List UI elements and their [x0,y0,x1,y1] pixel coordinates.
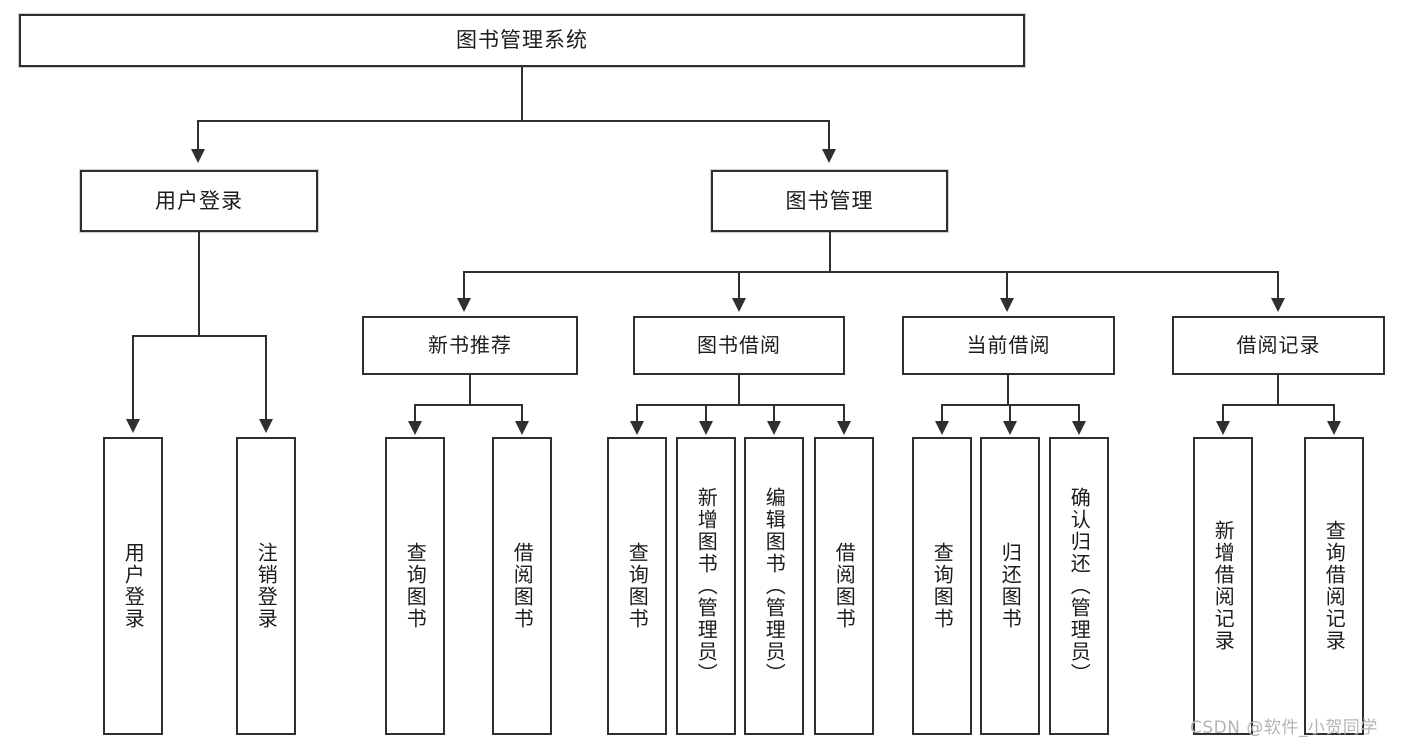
node-book-borrow[interactable]: 图书借阅 [633,316,845,375]
leaf-new-book-1[interactable]: 借阅图书 [492,437,552,735]
arrow-borrow-record-to-leaf-1 [1327,421,1341,435]
connector-new-book-to-leaf-1 [521,404,523,423]
connector-root-stem [521,67,523,121]
leaf-user-login-0[interactable]: 用户登录 [103,437,163,735]
connector-book-borrow-to-leaf-3 [843,404,845,423]
connector-current-borrow-to-leaf-2 [1078,404,1080,423]
connector-root-to-book-manage [828,120,830,151]
leaf-book-borrow-2[interactable]: 编辑图书（管理员） [744,437,804,735]
node-label: 查询图书 [625,542,650,630]
connector-borrow-record-bus [1222,404,1335,406]
arrow-book-borrow-to-leaf-1 [699,421,713,435]
arrow-book-manage-to-borrow-record [1271,298,1285,312]
connector-borrow-record-stem [1277,375,1279,405]
arrow-user-login-to-leaf-0 [126,419,140,433]
connector-new-book-stem [469,375,471,405]
arrow-new-book-to-leaf-0 [408,421,422,435]
node-label: 借阅记录 [1236,333,1321,357]
connector-current-borrow-stem [1007,375,1009,405]
node-label: 用户登录 [155,188,243,213]
node-label: 图书管理 [785,188,874,213]
node-label: 当前借阅 [966,333,1051,357]
node-label: 新增借阅记录 [1211,520,1236,652]
connector-book-manage-bus [463,271,1279,273]
leaf-book-borrow-0[interactable]: 查询图书 [607,437,667,735]
leaf-current-borrow-2[interactable]: 确认归还（管理员） [1049,437,1109,735]
connector-book-manage-stem [829,232,831,272]
connector-book-manage-to-book-borrow [738,271,740,300]
connector-current-borrow-to-leaf-1 [1009,404,1011,423]
arrow-book-borrow-to-leaf-0 [630,421,644,435]
connector-book-borrow-to-leaf-1 [705,404,707,423]
node-label: 新书推荐 [428,333,512,357]
node-root-system[interactable]: 图书管理系统 [19,14,1025,67]
node-label: 查询图书 [403,542,428,630]
node-label: 借阅图书 [510,542,535,630]
node-label: 用户登录 [121,542,146,630]
connector-book-manage-to-new-book [463,271,465,300]
connector-book-manage-to-borrow-record [1277,271,1279,300]
node-label: 确认归还（管理员） [1067,487,1092,685]
arrow-current-borrow-to-leaf-0 [935,421,949,435]
connector-current-borrow-to-leaf-0 [941,404,943,423]
arrow-current-borrow-to-leaf-1 [1003,421,1017,435]
node-label: 图书借阅 [697,333,781,357]
arrow-new-book-to-leaf-1 [515,421,529,435]
connector-user-login-to-leaf-0 [132,335,134,421]
connector-new-book-bus [414,404,523,406]
node-current-borrow[interactable]: 当前借阅 [902,316,1115,375]
connector-root-bus [197,120,830,122]
node-label: 归还图书 [998,542,1023,630]
connector-book-borrow-to-leaf-0 [636,404,638,423]
node-book-manage[interactable]: 图书管理 [711,170,948,232]
connector-book-manage-to-current-borrow [1006,271,1008,300]
leaf-borrow-record-0[interactable]: 新增借阅记录 [1193,437,1253,735]
node-label: 借阅图书 [832,542,857,630]
node-label: 编辑图书（管理员） [762,487,787,685]
arrow-current-borrow-to-leaf-2 [1072,421,1086,435]
connector-book-borrow-to-leaf-2 [773,404,775,423]
watermark-text: CSDN @软件_小贺同学 [1190,718,1378,738]
arrow-root-to-book-manage [822,149,836,163]
arrow-book-manage-to-book-borrow [732,298,746,312]
connector-user-login-bus [132,335,267,337]
leaf-book-borrow-1[interactable]: 新增图书（管理员） [676,437,736,735]
connector-user-login-to-leaf-1 [265,335,267,421]
connector-root-to-user-login [197,120,199,151]
leaf-current-borrow-1[interactable]: 归还图书 [980,437,1040,735]
arrow-root-to-user-login [191,149,205,163]
leaf-book-borrow-3[interactable]: 借阅图书 [814,437,874,735]
node-label: 注销登录 [254,542,279,630]
leaf-user-login-1[interactable]: 注销登录 [236,437,296,735]
connector-borrow-record-to-leaf-0 [1222,404,1224,423]
connector-borrow-record-to-leaf-1 [1333,404,1335,423]
node-user-login[interactable]: 用户登录 [80,170,318,232]
node-label: 查询图书 [930,542,955,630]
arrow-book-borrow-to-leaf-3 [837,421,851,435]
leaf-borrow-record-1[interactable]: 查询借阅记录 [1304,437,1364,735]
node-new-book-recommend[interactable]: 新书推荐 [362,316,578,375]
connector-book-borrow-stem [738,375,740,405]
arrow-borrow-record-to-leaf-0 [1216,421,1230,435]
connector-new-book-to-leaf-0 [414,404,416,423]
leaf-new-book-0[interactable]: 查询图书 [385,437,445,735]
connector-user-login-stem [198,232,200,336]
arrow-book-manage-to-current-borrow [1000,298,1014,312]
arrow-book-manage-to-new-book [457,298,471,312]
node-label: 图书管理系统 [456,28,588,53]
connector-book-borrow-bus [636,404,845,406]
node-label: 新增图书（管理员） [694,487,719,685]
arrow-book-borrow-to-leaf-2 [767,421,781,435]
arrow-user-login-to-leaf-1 [259,419,273,433]
node-label: 查询借阅记录 [1322,520,1347,652]
node-borrow-record[interactable]: 借阅记录 [1172,316,1385,375]
leaf-current-borrow-0[interactable]: 查询图书 [912,437,972,735]
